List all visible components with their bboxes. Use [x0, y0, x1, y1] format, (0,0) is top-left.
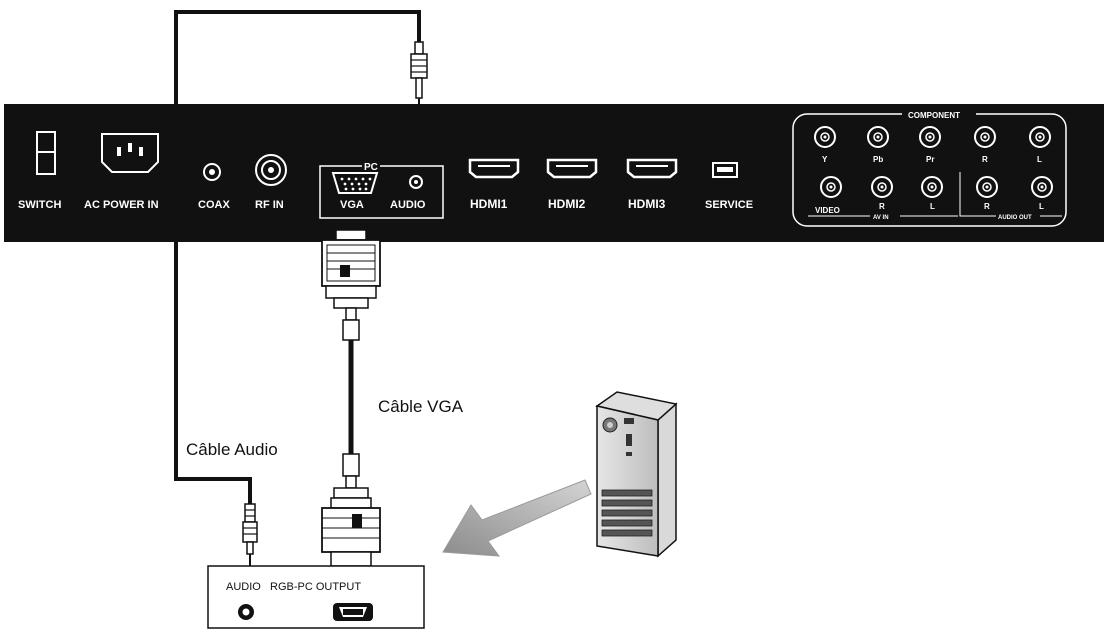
vga-cable [321, 229, 381, 567]
pc-output-panel: AUDIO RGB-PC OUTPUT [207, 565, 425, 629]
hdmi1-label: HDMI1 [470, 197, 508, 211]
hdmi2-label: HDMI2 [548, 197, 586, 211]
audio-out-l-label: L [1039, 202, 1044, 211]
pc-audio-port [409, 175, 423, 189]
audio-out-label: AUDIO OUT [998, 215, 1032, 221]
hdmi1-port [468, 158, 520, 179]
component-pb-jack [867, 126, 889, 148]
av-r-label: R [879, 202, 885, 211]
av-in-label: AV IN [873, 215, 889, 221]
ac-power-in-label: AC POWER IN [84, 199, 159, 211]
pc-audio-output-jack [238, 604, 254, 620]
hdmi3-label: HDMI3 [628, 197, 666, 211]
hdmi3-port [626, 158, 678, 179]
component-pr-jack [919, 126, 941, 148]
av-video-jack [820, 176, 842, 198]
service-label: SERVICE [705, 199, 753, 211]
av-l-label: L [930, 202, 935, 211]
vga-label: VGA [340, 199, 364, 211]
hdmi2-port [546, 158, 598, 179]
power-switch [36, 131, 56, 175]
pc-tower-icon [595, 391, 678, 558]
service-usb-port [712, 162, 738, 178]
rf-in-port [255, 154, 287, 186]
rf-in-label: RF IN [255, 199, 284, 211]
pc-group-label: PC [364, 162, 378, 173]
av-r-jack [871, 176, 893, 198]
component-av-group: COMPONENT Y Pb Pr R L [792, 108, 1067, 227]
pc-input-group: PC VGA AUDIO [319, 160, 444, 219]
vga-port-pins [340, 177, 372, 191]
audio-out-l-jack [1031, 176, 1053, 198]
component-y-label: Y [822, 155, 828, 164]
av-video-label: VIDEO [815, 206, 840, 215]
ac-power-socket [101, 133, 159, 173]
audio-out-r-label: R [984, 202, 990, 211]
component-r-jack [974, 126, 996, 148]
audio-cable [174, 10, 428, 566]
vga-cable-label: Câble VGA [378, 397, 464, 416]
pc-rgb-output-port [333, 603, 373, 621]
component-pb-label: Pb [873, 155, 883, 164]
av-l-jack [921, 176, 943, 198]
component-l-label: L [1037, 155, 1042, 164]
coax-port [203, 163, 221, 181]
component-y-jack [814, 126, 836, 148]
component-pr-label: Pr [926, 155, 934, 164]
component-l-jack [1029, 126, 1051, 148]
direction-arrow [442, 479, 592, 557]
component-r-label: R [982, 155, 988, 164]
tv-back-panel: SWITCH AC POWER IN COAX RF IN PC [4, 104, 1104, 242]
component-label: COMPONENT [908, 111, 960, 120]
audio-cable-label: Câble Audio [186, 440, 278, 459]
switch-label: SWITCH [18, 199, 61, 211]
coax-label: COAX [198, 199, 230, 211]
rgb-pc-output-label: RGB-PC OUTPUT [270, 581, 361, 593]
audio-label: AUDIO [390, 199, 426, 211]
audio-out-r-jack [976, 176, 998, 198]
vga-port [331, 172, 379, 194]
pc-audio-output-label: AUDIO [226, 581, 261, 593]
